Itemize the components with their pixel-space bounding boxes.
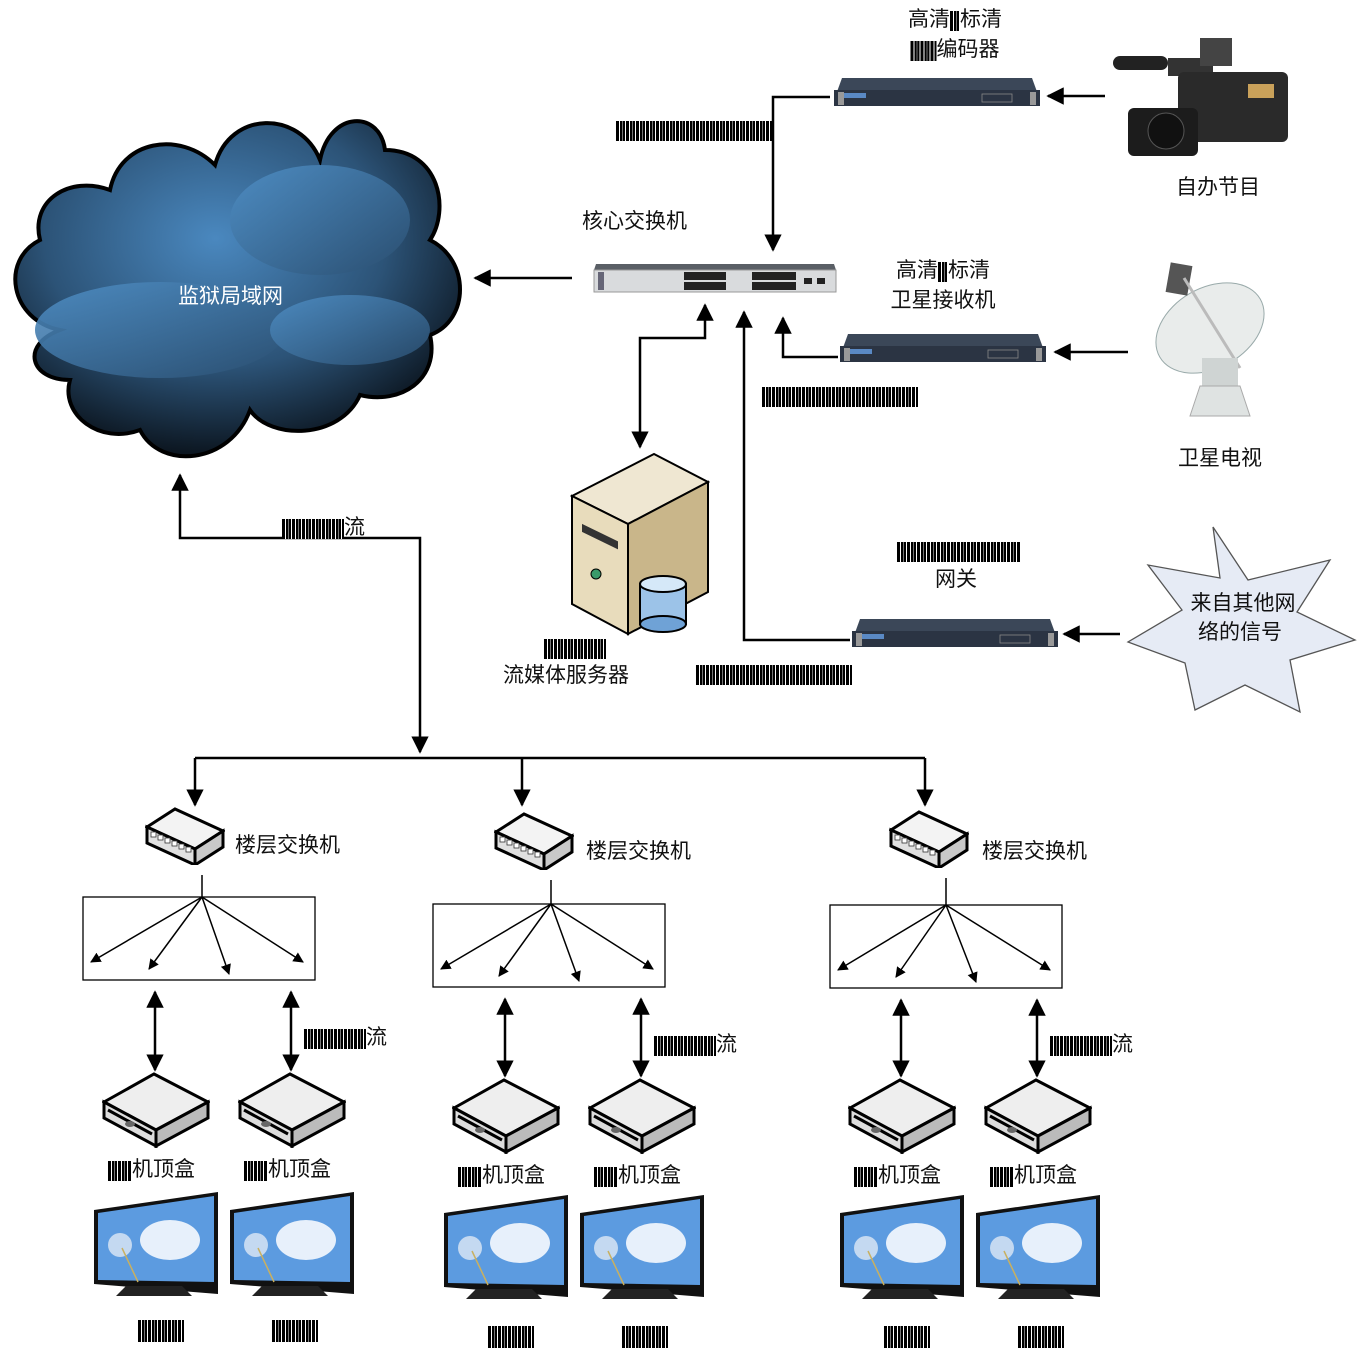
encoder-to-core-line xyxy=(764,95,830,252)
set-top-box-label: 机顶盒 xyxy=(108,1156,195,1182)
fanout-arrow xyxy=(148,896,203,970)
set-top-box-icon[interactable] xyxy=(100,1072,212,1149)
set-top-box-icon[interactable] xyxy=(236,1072,348,1149)
fanout-arrow xyxy=(550,903,654,970)
stb-stream-label: 流 xyxy=(1050,1031,1133,1057)
set-top-box-label: 机顶盒 xyxy=(244,1156,331,1182)
encoder-label-line1: 高清标清 xyxy=(908,7,1002,31)
set-top-box-label: 机顶盒 xyxy=(594,1162,681,1188)
receiver-device-icon[interactable] xyxy=(838,332,1048,364)
receiver-label-line1: 高清标清 xyxy=(896,258,990,282)
encoder-stream-label xyxy=(616,120,772,141)
gateway-label-line2: 网关 xyxy=(935,567,977,591)
camera-label: 自办节目 xyxy=(1176,175,1260,199)
server-label: 流媒体服务器 xyxy=(503,663,629,687)
floor-switch-label: 楼层交换机 xyxy=(982,839,1087,863)
fanout-arrow xyxy=(201,896,304,963)
other-network-line1: 来自其他网 xyxy=(1190,591,1296,615)
floor-switch-label: 楼层交换机 xyxy=(586,839,691,863)
set-top-box-icon[interactable] xyxy=(450,1078,562,1155)
floor-switch-icon[interactable] xyxy=(887,808,971,871)
set-top-box-label: 机顶盒 xyxy=(854,1162,941,1188)
set-top-box-icon[interactable] xyxy=(982,1078,1094,1155)
fanout-arrow xyxy=(498,903,552,977)
fanout-box xyxy=(432,903,666,988)
stb-stream-label: 流 xyxy=(304,1024,387,1050)
television-icon xyxy=(974,1193,1102,1299)
television-icon xyxy=(442,1193,570,1299)
cloud-label: 监狱局域网 xyxy=(178,284,283,308)
star-burst-icon xyxy=(1126,526,1357,714)
other-network-line2: 络的信号 xyxy=(1198,620,1282,644)
gateway-stream-label xyxy=(696,664,852,685)
tv-redacted-label xyxy=(622,1326,668,1348)
fanout-arrow xyxy=(837,904,947,971)
tv-redacted-label xyxy=(488,1326,534,1348)
server-icon[interactable] xyxy=(570,452,710,636)
fanout-arrow xyxy=(945,904,978,983)
camera-icon xyxy=(1113,38,1288,156)
fanout-arrow xyxy=(90,896,203,963)
core-switch-label: 核心交换机 xyxy=(582,209,687,233)
main-stream-label: 流 xyxy=(282,514,365,540)
set-top-box-label: 机顶盒 xyxy=(990,1162,1077,1188)
receiver-label-line2: 卫星接收机 xyxy=(890,288,996,312)
set-top-box-icon[interactable] xyxy=(846,1078,958,1155)
fanout-arrow xyxy=(550,903,581,982)
database-icon xyxy=(639,575,687,633)
fanout-arrow xyxy=(945,904,1051,971)
television-icon xyxy=(578,1193,706,1299)
fanout-arrow xyxy=(201,896,231,975)
stb-stream-label: 流 xyxy=(654,1031,737,1057)
tv-redacted-label xyxy=(138,1320,184,1342)
tv-redacted-label xyxy=(884,1326,930,1348)
encoder-device-icon[interactable] xyxy=(832,76,1042,108)
receiver-stream-label xyxy=(762,386,918,407)
tv-redacted-label xyxy=(1018,1326,1064,1348)
fanout-box xyxy=(829,904,1063,989)
television-icon xyxy=(92,1190,220,1296)
floor-switch-label: 楼层交换机 xyxy=(235,833,340,857)
television-icon xyxy=(838,1193,966,1299)
core-switch-icon[interactable] xyxy=(592,258,838,294)
gateway-label-line1 xyxy=(897,541,1021,562)
floor-switch-icon[interactable] xyxy=(492,810,576,873)
encoder-label-line2: 编码器 xyxy=(910,36,1000,62)
fanout-box xyxy=(82,896,316,981)
fanout-arrow xyxy=(895,904,947,978)
satellite-label: 卫星电视 xyxy=(1178,446,1262,470)
satellite-dish-icon xyxy=(1155,262,1265,417)
server-redacted-label xyxy=(544,638,606,659)
fanout-arrow xyxy=(440,903,552,970)
cloud-icon xyxy=(13,119,462,459)
floor-switch-icon[interactable] xyxy=(143,805,227,868)
television-icon xyxy=(228,1190,356,1296)
tv-redacted-label xyxy=(272,1320,318,1342)
set-top-box-label: 机顶盒 xyxy=(458,1162,545,1188)
set-top-box-icon[interactable] xyxy=(586,1078,698,1155)
gateway-device-icon[interactable] xyxy=(850,617,1060,649)
